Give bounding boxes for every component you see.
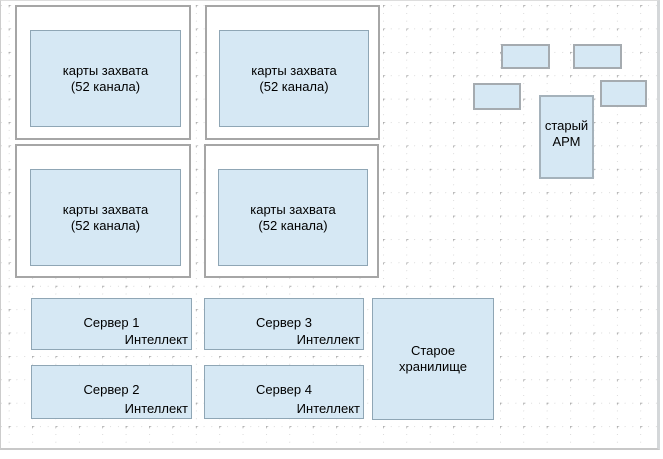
monitor-box-4[interactable] [600, 80, 647, 107]
server-box-4[interactable]: Сервер 4 Интеллект [204, 365, 364, 419]
old-workstation-label: старый АРМ [544, 118, 589, 149]
old-workstation-box[interactable]: старый АРМ [539, 95, 594, 179]
intellect-label: Интеллект [124, 332, 188, 347]
monitor-box-1[interactable] [501, 44, 550, 69]
capture-cards-box-2[interactable]: карты захвата (52 канала) [219, 30, 369, 127]
capture-cards-label: карты захвата (52 канала) [251, 62, 337, 94]
capture-cards-label: карты захвата (52 канала) [62, 62, 149, 94]
intellect-label: Интеллект [296, 401, 360, 416]
server-box-2[interactable]: Сервер 2 Интеллект [31, 365, 192, 419]
capture-cards-box-3[interactable]: карты захвата (52 канала) [30, 169, 181, 266]
server-box-3[interactable]: Сервер 3 Интеллект [204, 298, 364, 350]
monitor-box-2[interactable] [573, 44, 622, 69]
capture-cards-group-3[interactable]: карты захвата (52 канала) [15, 144, 191, 278]
capture-cards-label: карты захвата (52 канала) [250, 201, 336, 233]
old-storage-label: Старое хранилище [398, 343, 468, 374]
monitor-box-3[interactable] [473, 83, 521, 110]
capture-cards-group-2[interactable]: карты захвата (52 канала) [205, 5, 380, 140]
capture-cards-group-1[interactable]: карты захвата (52 канала) [15, 5, 191, 140]
intellect-label: Интеллект [296, 332, 360, 347]
server-name: Сервер 1 [83, 315, 140, 330]
capture-cards-group-4[interactable]: карты захвата (52 канала) [204, 144, 379, 278]
intellect-label: Интеллект [124, 401, 188, 416]
capture-cards-box-1[interactable]: карты захвата (52 канала) [30, 30, 181, 127]
capture-cards-label: карты захвата (52 канала) [62, 201, 149, 233]
server-name: Сервер 2 [83, 382, 140, 397]
server-box-1[interactable]: Сервер 1 Интеллект [31, 298, 192, 350]
diagram-canvas[interactable]: карты захвата (52 канала) карты захвата … [0, 0, 660, 450]
server-name: Сервер 3 [256, 315, 312, 330]
capture-cards-box-4[interactable]: карты захвата (52 канала) [218, 169, 368, 266]
old-storage-box[interactable]: Старое хранилище [372, 298, 494, 420]
server-name: Сервер 4 [256, 382, 312, 397]
